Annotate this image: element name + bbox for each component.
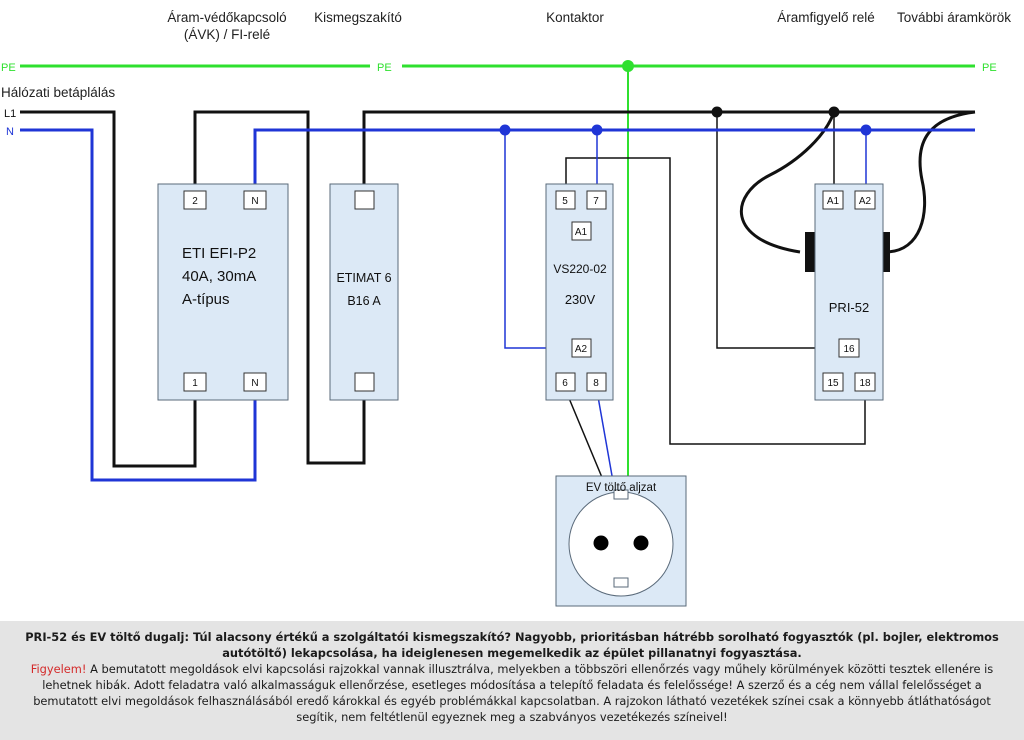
breaker-device [329,183,399,401]
monitor-name: PRI-52 [829,300,869,315]
ev-socket [555,475,687,607]
phase-thin-wires [565,112,866,488]
contactor-terminal-6: 6 [562,378,568,389]
supply-label: Hálózati betáplálás [1,85,115,100]
ct-loop-cable [739,110,976,254]
contactor-terminal-a2: A2 [575,344,588,355]
caption-box: PRI-52 és EV töltő dugalj: Túl alacsony … [0,621,1024,740]
socket-pin-left [593,535,609,551]
pe-label-left: PE [1,62,16,74]
contactor-name: VS220-02 [553,262,607,276]
caption-warning: Figyelem! A bemutatott megoldások elvi k… [14,661,1010,725]
contactor-terminal-8: 8 [593,378,599,389]
breaker-name: ETIMAT 6 [336,271,391,285]
breaker-rating: B16 A [347,294,381,308]
header-further: További áramkörök [897,10,1011,25]
ct-clamp-left [805,232,815,272]
rcd-name: ETI EFI-P2 [182,245,256,262]
ct-clamp-right [880,232,890,272]
rcd-rating: 40A, 30mA [182,268,256,285]
socket-pin-right [633,535,649,551]
contactor-terminal-a1: A1 [575,227,588,238]
header-rcd-line1: Áram-védőkapcsoló [167,10,286,25]
monitor-terminal-a1: A1 [827,196,840,207]
n-label: N [6,126,14,138]
pe-label-right: PE [982,62,997,74]
phase-wires [20,110,975,468]
l1-label: L1 [4,108,16,120]
junction-dots [499,106,872,136]
monitor-device [814,183,884,401]
rcd-terminal-n-in: N [251,196,258,207]
monitor-terminal-16: 16 [843,344,855,355]
header-contactor: Kontaktor [546,10,604,25]
rcd-terminal-1: 1 [192,378,198,389]
caption-heading: PRI-52 és EV töltő dugalj: Túl alacsony … [25,630,999,660]
monitor-terminal-15: 15 [827,378,839,389]
rcd-terminal-2: 2 [192,196,198,207]
neutral-wires [20,128,975,482]
monitor-terminal-18: 18 [859,378,871,389]
rcd-terminal-n-out: N [251,378,258,389]
contactor-device [545,183,614,401]
rcd-device [157,183,289,401]
header-monitor: Áramfigyelő relé [777,10,875,25]
wiring-diagram: Áram-védőkapcsoló (ÁVK) / FI-relé Kismeg… [1,10,1011,607]
warning-label: Figyelem! [30,662,87,676]
ev-socket-label: EV töltő aljzat [586,482,657,494]
header-rcd-line2: (ÁVK) / FI-relé [184,27,270,42]
header-breaker: Kismegszakító [314,10,402,25]
contactor-terminal-7: 7 [593,196,599,207]
contactor-terminal-5: 5 [562,196,568,207]
rcd-type: A-típus [182,291,230,308]
pe-line [20,60,975,487]
contactor-voltage: 230V [565,292,596,307]
pe-label-mid: PE [377,62,392,74]
warning-text: A bemutatott megoldások elvi kapcsolási … [33,662,994,724]
monitor-terminal-a2: A2 [859,196,872,207]
